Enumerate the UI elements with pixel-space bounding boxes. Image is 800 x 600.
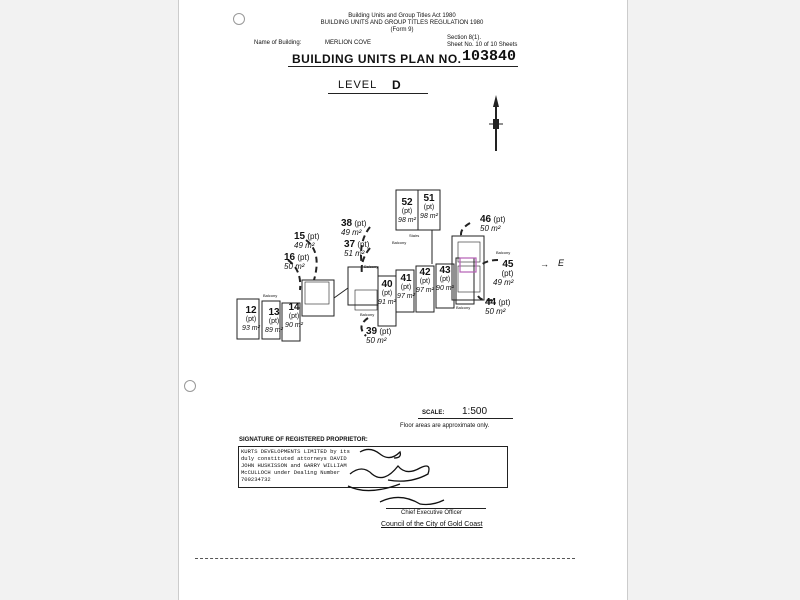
callout-unit-39: 39 (pt)50 m²: [366, 326, 392, 346]
officer-line: [386, 508, 486, 509]
scale-underline: [418, 418, 513, 419]
scale-value: 1:500: [462, 406, 488, 417]
margin-arrow-icon: →: [540, 259, 549, 269]
site-plan-outlines: [236, 189, 499, 342]
balcony-label: Balcony: [456, 305, 471, 310]
unit-41: 41(pt)97 m²: [397, 273, 415, 301]
unit-13: 13(pt)89 m²: [265, 307, 283, 335]
council-name: Council of the City of Gold Coast: [381, 521, 483, 528]
plan-title: BUILDING UNITS PLAN NO.: [292, 52, 462, 66]
act-title: Building Units and Group Titles Act 1980: [348, 13, 456, 19]
margin-e-mark: E: [558, 258, 565, 268]
north-arrow-icon: [489, 95, 503, 151]
balcony-label: Balcony: [392, 240, 407, 245]
callout-unit-46: 46 (pt)50 m²: [480, 214, 506, 234]
unit-42: 42(pt)97 m²: [416, 267, 434, 295]
balcony-label: Balcony: [263, 293, 278, 298]
building-name: MERLION COVE: [325, 40, 372, 46]
regulation-title: BUILDING UNITS AND GROUP TITLES REGULATI…: [320, 20, 484, 26]
stairs-label: Stairs: [409, 233, 420, 238]
level-label: LEVEL: [338, 79, 378, 91]
unit-12: 12(pt)93 m²: [242, 305, 260, 333]
level-underline: [328, 93, 428, 94]
level-value: D: [392, 78, 402, 92]
form-number: (Form 9): [390, 27, 414, 33]
unit-14: 14(pt)90 m²: [285, 302, 303, 330]
signature-heading: SIGNATURE OF REGISTERED PROPRIETOR:: [239, 437, 368, 443]
unit-43: 43(pt)90 m²: [436, 265, 454, 293]
section-ref: Section 8(1).: [447, 35, 482, 41]
sheet-number: Sheet No. 10 of 10 Sheets: [447, 42, 518, 48]
handwritten-signature: [347, 448, 445, 506]
callout-unit-44: 44 (pt)50 m²: [485, 297, 511, 317]
unit-40: 40(pt)91 m²: [378, 279, 396, 307]
unit-52: 52(pt)98 m²: [398, 197, 416, 225]
unit-51: 51(pt)98 m²: [420, 193, 438, 221]
balcony-label: Balcony: [364, 264, 379, 269]
building-label: Name of Building:: [254, 40, 302, 46]
plan-sheet: [178, 0, 628, 600]
plan-number: 103840: [462, 48, 517, 65]
signature-text: KURTS DEVELOPMENTS LIMITED by its duly c…: [241, 448, 350, 483]
floor-area-note: Floor areas are approximate only.: [400, 423, 490, 429]
signature-box: [238, 446, 508, 488]
callout-unit-38: 38 (pt)49 m²: [341, 218, 367, 238]
binder-hole: [184, 380, 196, 392]
callout-unit-16: 16 (pt)50 m²: [284, 252, 310, 272]
officer-title: Chief Executive Officer: [401, 510, 462, 516]
scale-label: SCALE:: [422, 410, 445, 416]
callout-unit-45: 45(pt)49 m²: [493, 259, 514, 288]
title-underline: [288, 66, 518, 67]
binder-hole: [233, 13, 245, 25]
fold-line: [195, 558, 575, 559]
callout-unit-15: 15 (pt)49 m²: [294, 231, 320, 251]
balcony-label: Balcony: [360, 312, 375, 317]
balcony-label: Balcony: [496, 250, 511, 255]
callout-unit-37: 37 (pt)51 m²: [344, 239, 370, 259]
